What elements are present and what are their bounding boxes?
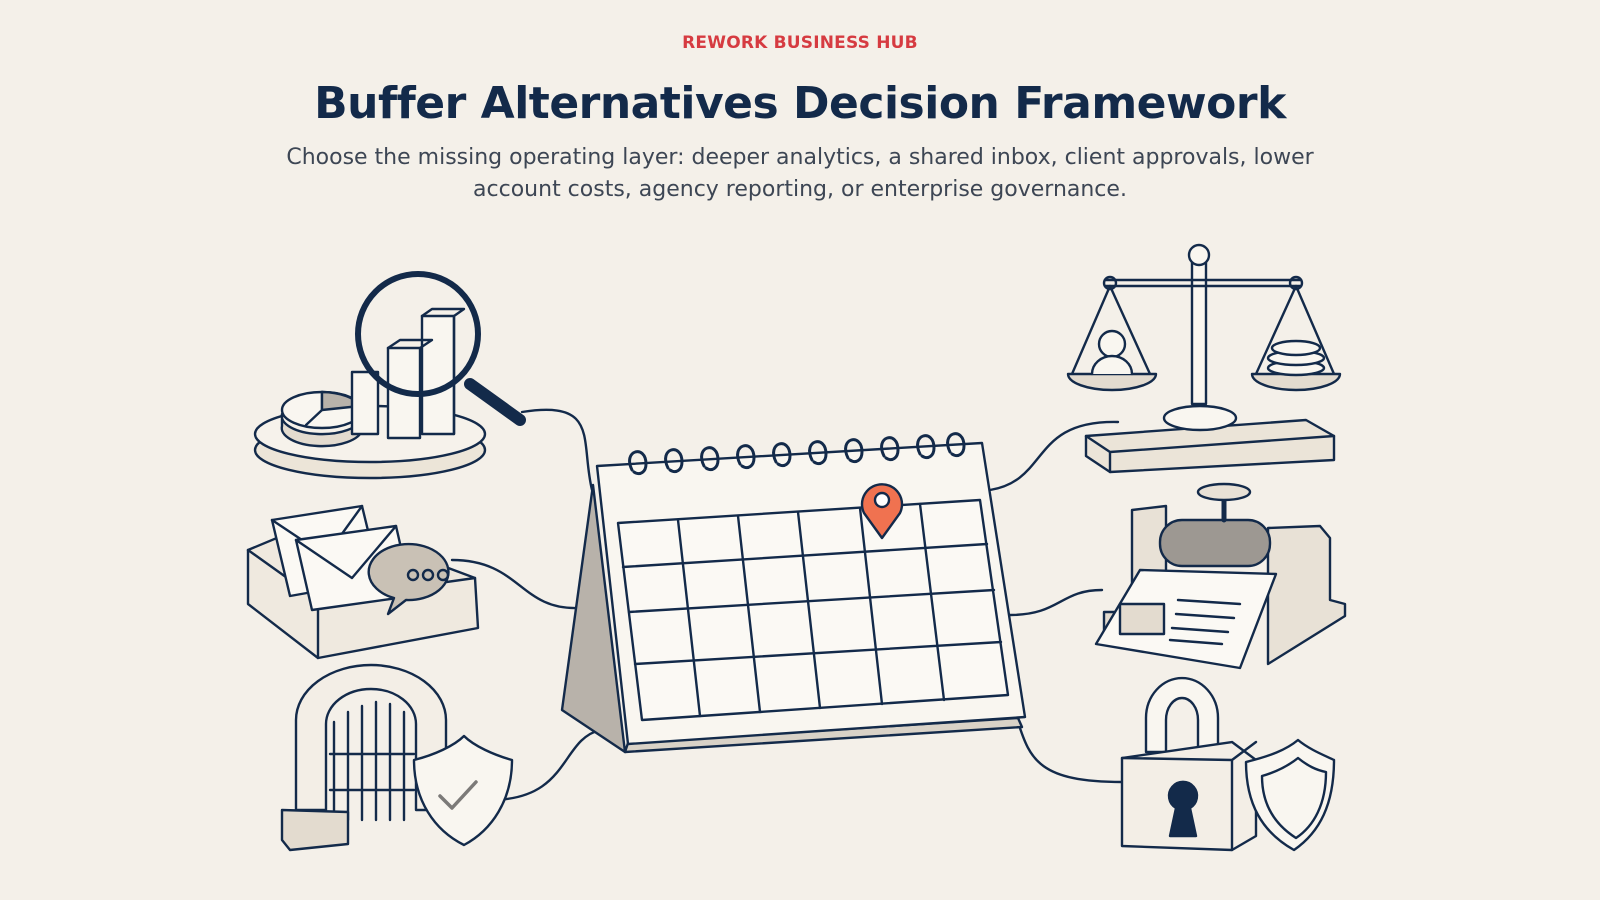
shared-inbox-icon bbox=[246, 504, 480, 660]
cost-scale-icon bbox=[1066, 243, 1342, 474]
location-pin-icon bbox=[860, 483, 904, 540]
page-title: Buffer Alternatives Decision Framework bbox=[314, 78, 1286, 129]
governance-lock-shield-icon bbox=[1120, 676, 1336, 852]
brand-eyebrow: REWORK BUSINESS HUB bbox=[682, 33, 918, 53]
report-printer-icon bbox=[1094, 482, 1347, 670]
page-subtitle: Choose the missing operating layer: deep… bbox=[286, 145, 1314, 202]
desk-calendar-icon bbox=[560, 432, 1027, 754]
approval-gate-shield-icon bbox=[280, 663, 514, 852]
connector-lines bbox=[450, 408, 1124, 802]
analytics-magnifier-icon bbox=[253, 271, 526, 480]
